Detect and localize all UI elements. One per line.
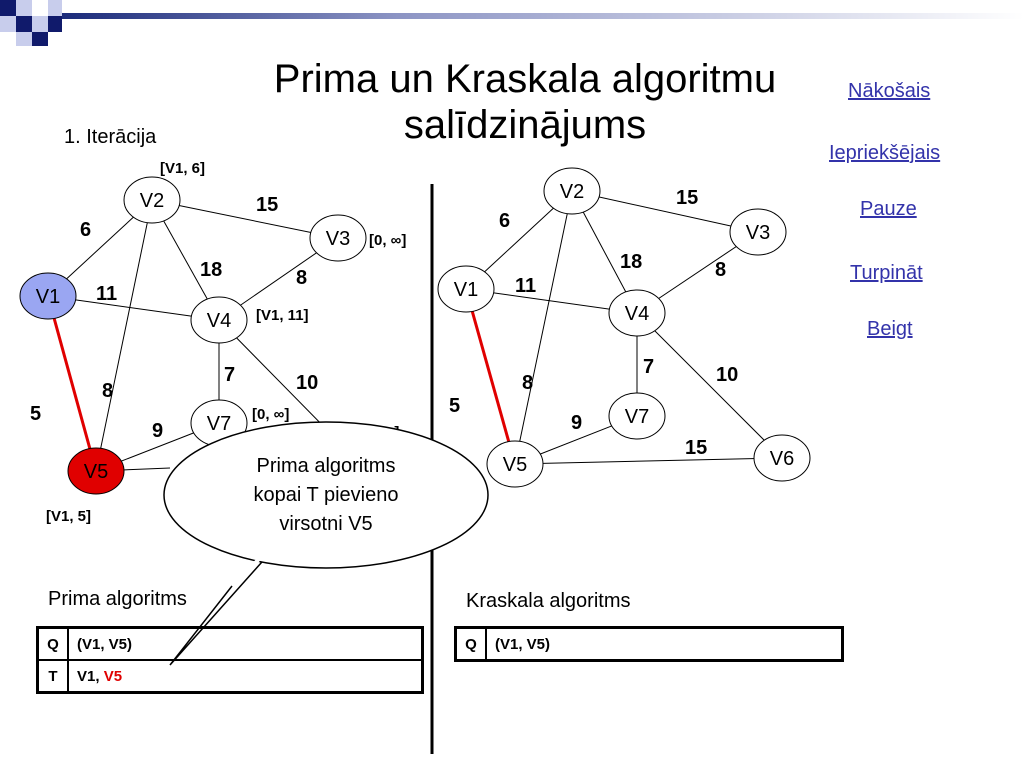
previous-link[interactable]: Iepriekšējais [829, 142, 941, 164]
prim-label-v7: [0, ∞] [252, 406, 289, 423]
kruskal-weight-v4-v7: 7 [643, 356, 654, 378]
prim-weight-v1-v4: 11 [96, 283, 117, 305]
prim-weight-v5-v7: 9 [152, 420, 163, 442]
kruskal-edge-v2-v3 [571, 190, 759, 233]
prim-label-v4: [V1, 11] [256, 307, 309, 324]
prim-weight-v2-v5: 8 [102, 380, 113, 402]
prim-t-key: T [36, 659, 69, 694]
prim-edge-v2-v5 [95, 199, 153, 472]
kruskal-node-v1-label: V1 [454, 279, 478, 301]
prim-edge-v1-v4 [47, 295, 220, 321]
callout-line-2: kopai T pievieno [254, 484, 399, 506]
prim-weight-v3-v4: 8 [296, 267, 307, 289]
callout-line-3: virsotni V5 [279, 513, 372, 535]
kruskal-weight-v2-v3: 15 [676, 187, 698, 209]
kruskal-node-v3-label: V3 [746, 222, 770, 244]
kruskal-node-v5-label: V5 [503, 454, 527, 476]
prim-node-v4 [190, 296, 248, 344]
prim-node-v7-label: V7 [207, 413, 231, 435]
kruskal-node-v6 [753, 434, 811, 482]
table-row: Q (V1, V5) [36, 626, 424, 661]
prim-edge-v2-v3 [151, 199, 339, 239]
table-row: T V1, V5 [36, 659, 424, 694]
prim-weight-v2-v3: 15 [256, 194, 278, 216]
kruskal-node-v4-label: V4 [625, 303, 649, 325]
prim-weight-v1-v5: 5 [30, 403, 41, 425]
prim-node-v5-selected [67, 447, 125, 495]
kruskal-node-v2 [543, 167, 601, 215]
prim-label-v2: [V1, 6] [160, 160, 205, 177]
prim-t-value: V1, [77, 667, 100, 685]
kruskal-weight-v1-v5: 5 [449, 395, 460, 417]
kruskal-weights: 6 15 18 8 11 8 7 10 5 9 15 [449, 187, 738, 459]
prim-node-labels: [V1, 6] [0, ∞] [V1, 11] [0, ∞] [V1, 5] [… [46, 160, 406, 525]
kruskal-weight-v1-v2: 6 [499, 210, 510, 232]
kruskal-weight-v2-v4: 18 [620, 251, 642, 273]
prim-q-key: Q [36, 626, 69, 661]
prim-edge-v1-v5-selected [46, 295, 98, 472]
pause-link[interactable]: Pauze [860, 198, 917, 220]
callout-text: Prima algoritms kopai T pievieno virsotn… [254, 455, 399, 535]
prim-node-v3 [309, 214, 367, 262]
kruskal-edge-v5-v6 [514, 457, 783, 465]
prim-label-v3: [0, ∞] [369, 232, 406, 249]
prim-table: Q (V1, V5) T V1, V5 [36, 626, 424, 694]
iteration-label: 1. Iterācija [64, 126, 157, 148]
prim-node-v4-label: V4 [207, 310, 231, 332]
table-row: Q (V1, V5) [454, 626, 844, 662]
prim-weight-v2-v4: 18 [200, 259, 222, 281]
kruskal-q-value: (V1, V5) [485, 626, 844, 662]
prim-node-v2 [123, 176, 181, 224]
kruskal-edge-v1-v5-selected [464, 288, 517, 465]
kruskal-weight-v5-v7: 9 [571, 412, 582, 434]
kruskal-weight-v3-v4: 8 [715, 259, 726, 281]
callout-bubble [163, 421, 489, 569]
prim-nodes: V2 V3 V1 V4 V7 V5 [19, 176, 367, 495]
kruskal-edge-v4-v6 [636, 312, 783, 459]
prim-t-new-vertex: V5 [103, 667, 123, 685]
prim-weight-v4-v6: 10 [296, 372, 318, 394]
prim-label-v5: [V1, 5] [46, 508, 91, 525]
kruskal-weight-v5-v6: 15 [685, 437, 707, 459]
kruskal-edge-v2-v5 [514, 190, 573, 465]
next-link[interactable]: Nākošais [848, 80, 931, 102]
callout-joint [234, 547, 270, 586]
kruskal-node-v5 [486, 440, 544, 488]
kruskal-weight-v2-v5: 8 [522, 372, 533, 394]
end-link[interactable]: Beigt [867, 318, 913, 340]
kruskal-caption: Kraskala algoritms [466, 590, 631, 612]
prim-node-v2-label: V2 [140, 190, 164, 212]
kruskal-nodes: V2 V3 V1 V4 V7 V5 V6 [437, 167, 811, 488]
prim-t-cell: V1, V5 [67, 659, 424, 694]
prim-weight-v4-v7: 7 [224, 364, 235, 386]
kruskal-table: Q (V1, V5) [454, 626, 844, 662]
prim-edge-v4-v6 [218, 319, 336, 439]
prim-weights: 6 15 18 8 11 8 7 10 5 9 [30, 194, 318, 442]
kruskal-weight-v4-v6: 10 [716, 364, 738, 386]
callout-line-1: Prima algoritms [257, 455, 396, 477]
prim-node-v5-label: V5 [84, 461, 108, 483]
kruskal-weight-v1-v4: 11 [515, 275, 536, 297]
kruskal-node-v1 [437, 265, 495, 313]
page-title: Prima un Kraskala algoritmu salīdzinājum… [200, 56, 850, 148]
kruskal-node-v7-label: V7 [625, 406, 649, 428]
title-line-2: salīdzinājums [403, 103, 647, 147]
kruskal-edge-v1-v4 [465, 288, 638, 314]
prim-q-value: (V1, V5) [67, 626, 424, 661]
kruskal-node-v7 [608, 392, 666, 440]
kruskal-node-v3 [729, 208, 787, 256]
prim-node-v1-label: V1 [36, 286, 60, 308]
kruskal-node-v2-label: V2 [560, 181, 584, 203]
prim-node-v3-label: V3 [326, 228, 350, 250]
kruskal-node-v4 [608, 289, 666, 337]
prim-caption: Prima algoritms [48, 588, 187, 610]
kruskal-node-v6-label: V6 [770, 448, 794, 470]
corner-decoration [0, 0, 1024, 46]
continue-link[interactable]: Turpināt [850, 262, 923, 284]
kruskal-q-key: Q [454, 626, 487, 662]
title-line-1: Prima un Kraskala algoritmu [273, 57, 777, 101]
prim-node-v1-start [19, 272, 77, 320]
prim-weight-v1-v2: 6 [80, 219, 91, 241]
